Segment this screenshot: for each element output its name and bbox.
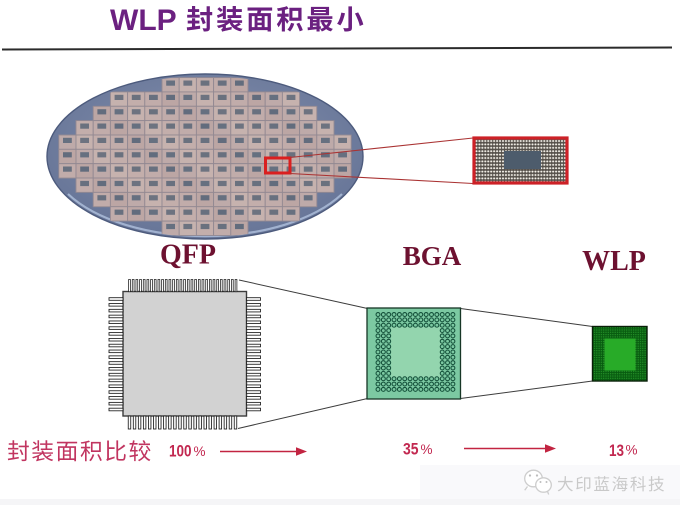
svg-text:%: % [626, 443, 638, 458]
svg-text:13: 13 [609, 442, 624, 460]
svg-text:100: 100 [169, 443, 192, 461]
svg-text:WLP: WLP [110, 4, 177, 37]
svg-text:QFP: QFP [160, 240, 216, 271]
svg-text:35: 35 [403, 441, 419, 459]
svg-text:%: % [421, 442, 433, 457]
svg-text:BGA: BGA [403, 241, 462, 271]
svg-text:%: % [194, 444, 206, 459]
svg-text:WLP: WLP [582, 246, 646, 277]
